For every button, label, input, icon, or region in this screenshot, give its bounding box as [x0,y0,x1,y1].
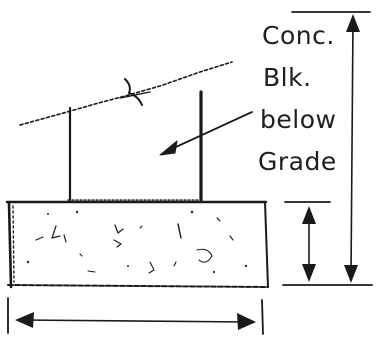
concrete-aggregate-hatch [26,210,248,274]
footing [5,200,269,289]
block-wall [67,90,205,202]
leader-arrow [159,111,253,156]
overall-depth-dimension [291,11,371,283]
note-line-4: Grade [258,147,337,176]
note-line-2: Blk. [263,63,312,92]
note-line-1: Conc. [262,21,335,50]
footing-width-dimension [7,297,264,335]
grade-line [19,61,233,126]
note-text: Conc. Blk. below Grade [258,21,337,176]
footing-depth-dimension [282,201,373,286]
note-line-3: below [260,105,336,134]
